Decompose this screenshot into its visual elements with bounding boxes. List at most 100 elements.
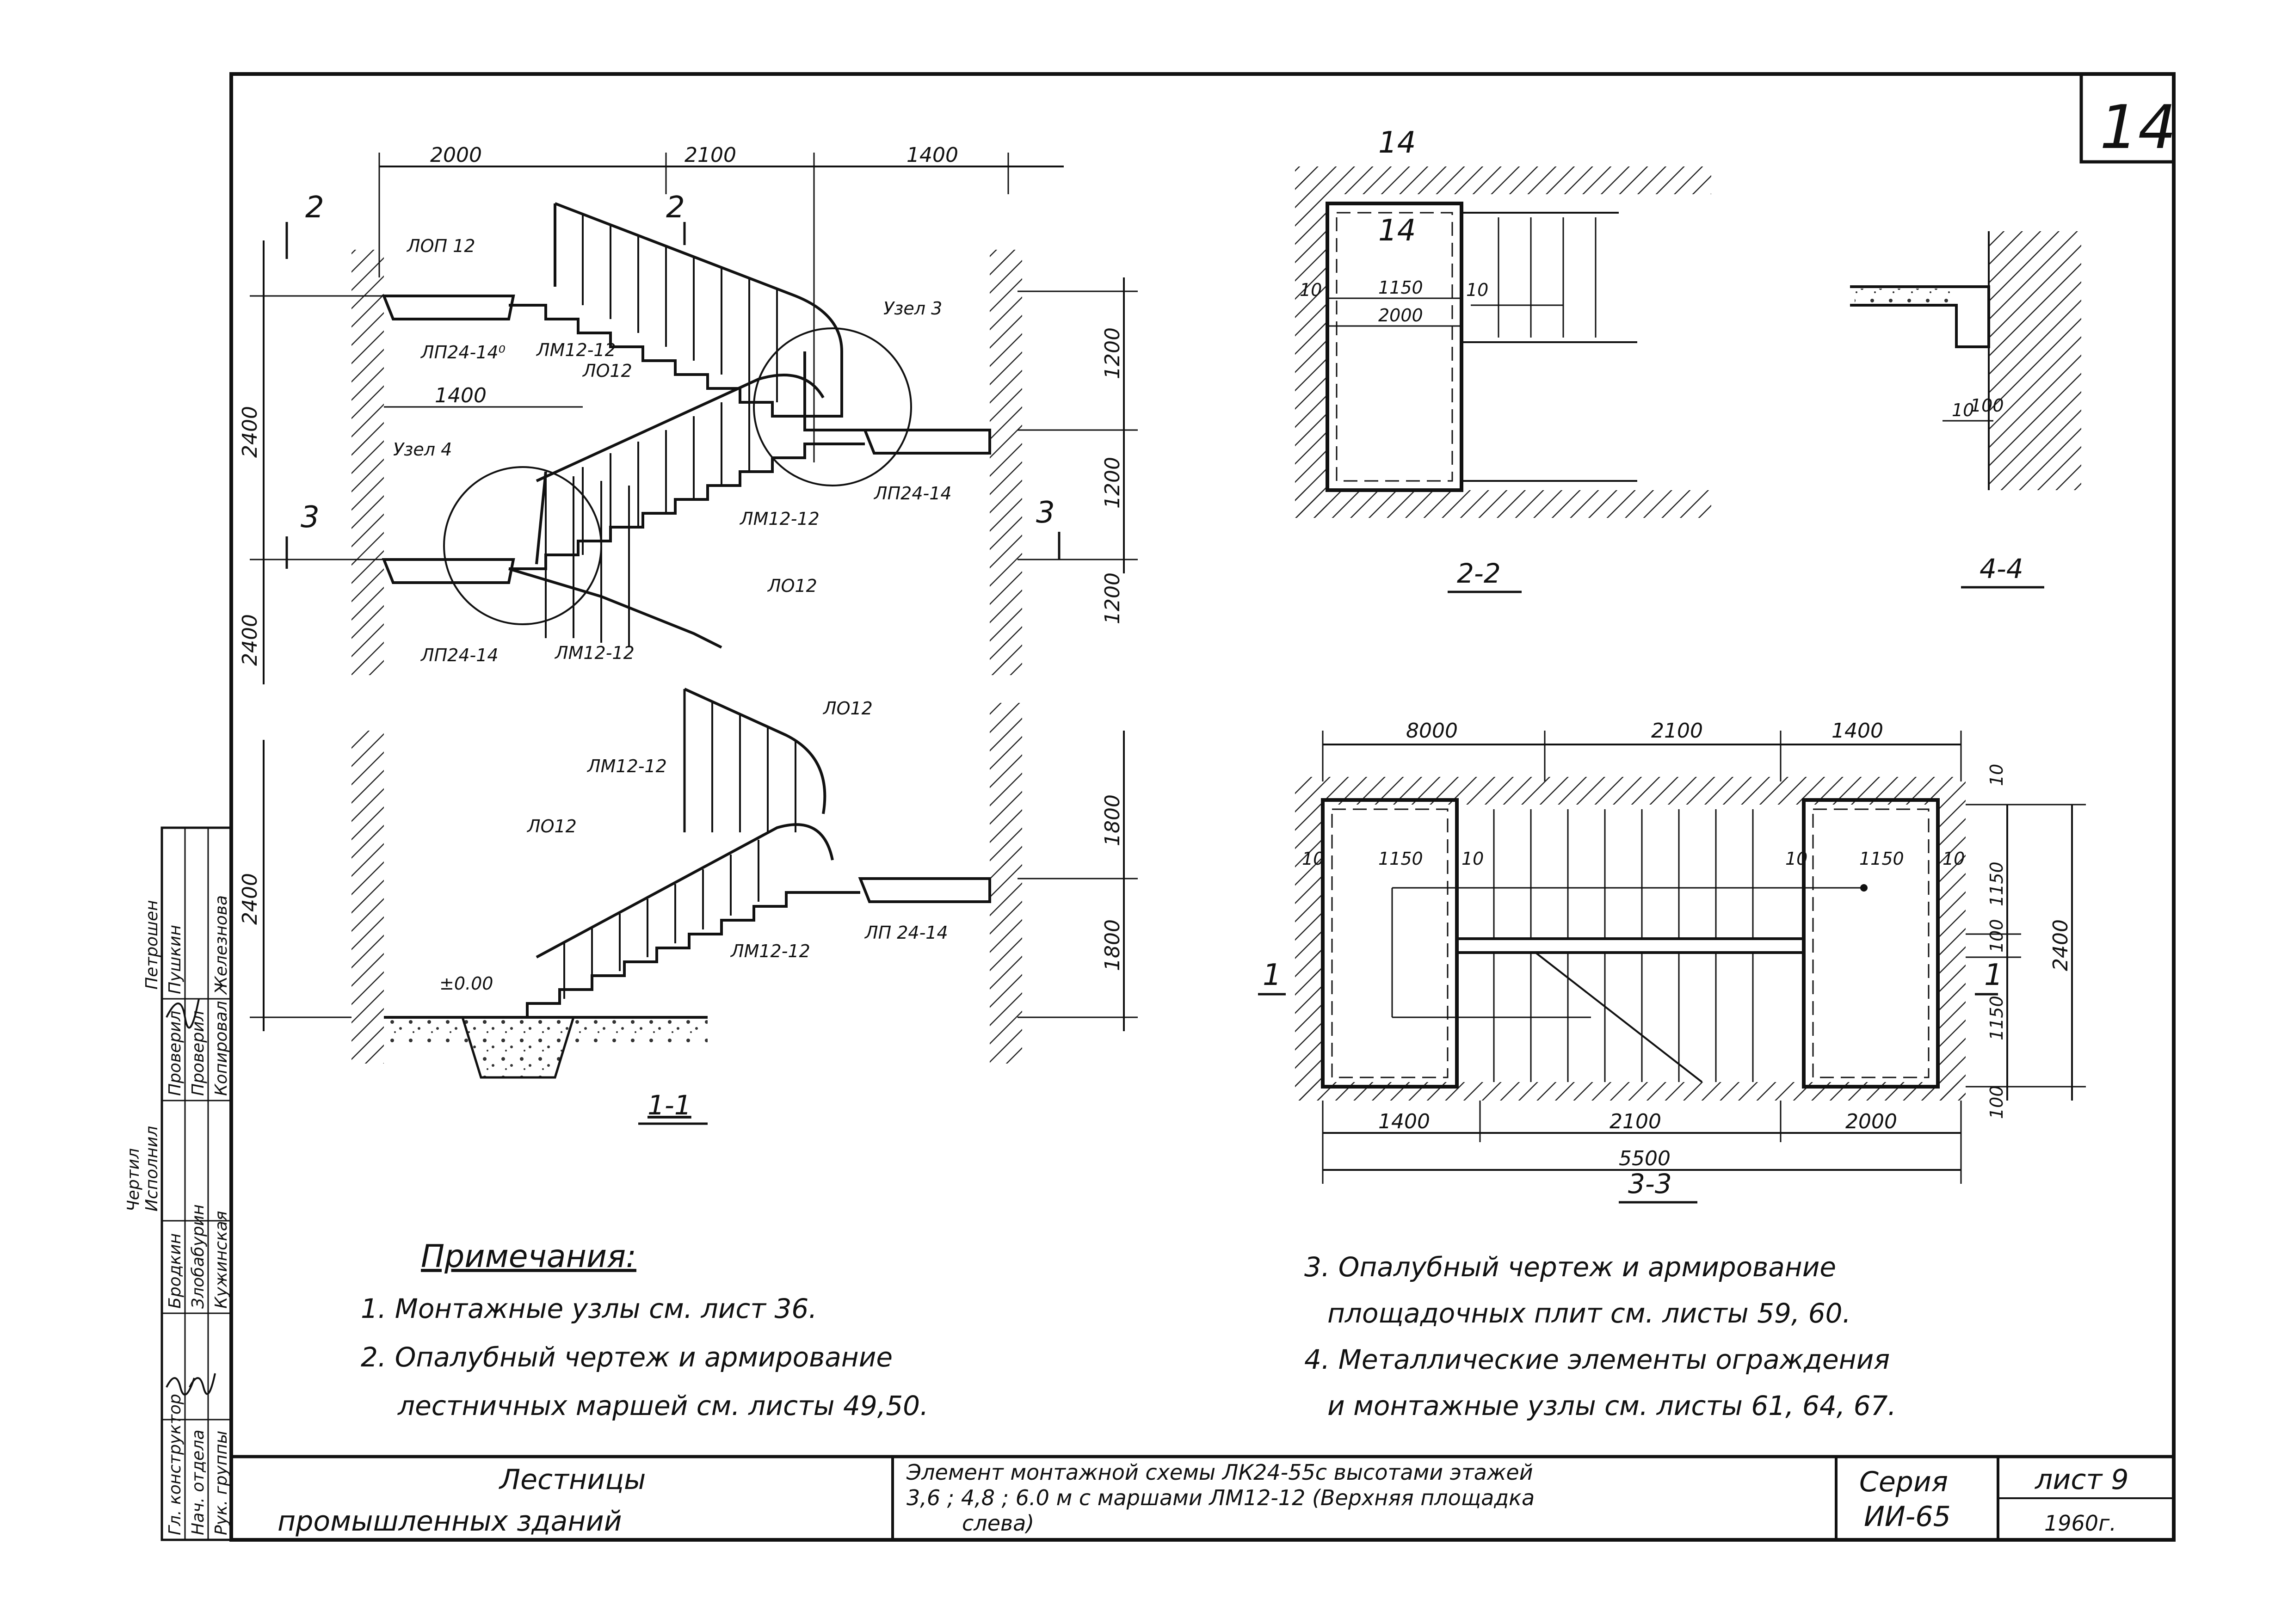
stamp-r1-c1: Гл. конструктор — [166, 1394, 185, 1535]
note-2b: лестничных маршей см. листы 49,50. — [397, 1390, 928, 1421]
dim-right-ground-1: 1800 — [1101, 794, 1124, 846]
dim-3-3-2400: 2400 — [2049, 919, 2072, 971]
title-block: Лестницы промышленных зданий Элемент мон… — [231, 1455, 2174, 1540]
dim-2-2-10b: 10 — [1466, 280, 1488, 300]
label-lm12-12-a: ЛМ12-12 — [536, 340, 616, 360]
dim-top-2: 2100 — [684, 143, 736, 167]
dim-right-ground-2: 1800 — [1101, 919, 1124, 971]
label-lo12-a: ЛО12 — [582, 361, 632, 381]
signature-1 — [166, 1377, 195, 1396]
label-lm12-12-e: ЛМ12-12 — [730, 941, 810, 961]
sheet-number-box — [2079, 72, 2176, 164]
dim-top-3: 1400 — [906, 143, 958, 167]
label-lo12-d: ЛО12 — [526, 816, 577, 837]
notes-heading: Примечания: — [421, 1238, 636, 1275]
note-4b: и монтажные узлы см. листы 61, 64, 67. — [1327, 1390, 1896, 1421]
uzel-4-circle — [443, 466, 602, 625]
dim-3-3-right-1150: 1150 — [1859, 849, 1904, 869]
label-lm12-12-c: ЛМ12-12 — [554, 643, 635, 663]
dim-4-4-10: 10 — [1952, 400, 1974, 420]
series-label: Серия — [1859, 1466, 1948, 1498]
label-uzel4: Узел 4 — [393, 439, 452, 460]
stamp-extra-2: Петрошен — [142, 900, 161, 990]
sheet-label: лист 9 — [2035, 1464, 2129, 1496]
dim-right-3: 1200 — [1101, 572, 1124, 624]
cut-mark-3-left: 3 — [301, 500, 320, 535]
stamp-r3-c1: Рук. группы — [212, 1431, 231, 1535]
label-lo12-b: ЛО12 — [767, 576, 817, 596]
section-3-3: 8000 2100 1400 1150 1150 10 — [1258, 719, 2086, 1204]
outer-frame — [229, 72, 2176, 1542]
section-1-1-lower: ±0.00 2400 1800 1800 ЛО12 ЛМ12-12 ЛО12 Л… — [238, 688, 1138, 1125]
dim-3-3-bottom-1: 1400 — [1378, 1110, 1430, 1133]
dim-2-2-10a: 10 — [1300, 280, 1322, 300]
dim-3-3-left-1150: 1150 — [1378, 849, 1423, 869]
stamp-r3-c5: Железнова — [212, 895, 231, 995]
dim-4-4-100: 100 — [1970, 395, 2004, 416]
section-2-2: 14 14 1150 2000 10 10 2-2 — [1295, 126, 1711, 593]
dim-top-1: 2000 — [430, 143, 482, 167]
dim-left-lower: 2400 — [238, 614, 262, 666]
signature-3 — [166, 998, 200, 1029]
dim-3-3-total: 5500 — [1619, 1147, 1671, 1170]
year: 1960г. — [2044, 1511, 2116, 1536]
dim-3-3-r-1150b: 1150 — [1986, 996, 2007, 1040]
dim-right-2: 1200 — [1101, 457, 1124, 509]
dim-3-3-bottom-3: 2000 — [1845, 1110, 1897, 1133]
dim-3-3-r-100b: 100 — [1986, 1085, 2007, 1119]
dim-1400: 1400 — [435, 384, 487, 407]
dim-left-upper: 2400 — [238, 406, 262, 458]
side-stamp: Гл. конструктор Бродкин Проверил Пушкин … — [124, 826, 233, 1541]
note-2: 2. Опалубный чертеж и армирование — [361, 1341, 893, 1373]
label-lp24-14-left: ЛП24-14 — [420, 645, 499, 665]
stamp-r2-c3: Злобабурин — [189, 1204, 208, 1309]
label-lp24-14-g: ЛП 24-14 — [864, 923, 948, 943]
section-1-1-upper: 2000 2100 1400 — [238, 143, 1138, 684]
note-1: 1. Монтажные узлы см. лист 36. — [361, 1293, 817, 1324]
stamp-r1-c3: Бродкин — [166, 1233, 185, 1309]
label-zero: ±0.00 — [439, 973, 493, 994]
title-name-2: промышленных зданий — [278, 1505, 622, 1538]
dim-3-3-bottom-2: 2100 — [1610, 1110, 1661, 1133]
note-3b: площадочных плит см. листы 59, 60. — [1327, 1298, 1851, 1329]
section-2-2-mark: 14 — [1378, 126, 1416, 160]
label-lo12-c: ЛО12 — [822, 698, 873, 719]
stamp-r3-c3: Кужинская — [212, 1211, 231, 1309]
title-desc-2: 3,6 ; 4,8 ; 6.0 м с маршами ЛМ12-12 (Вер… — [906, 1485, 1535, 1510]
stamp-r1-c5: Пушкин — [166, 925, 185, 994]
label-lm12-12-d: ЛМ12-12 — [586, 756, 667, 776]
dim-3-3-10-b: 10 — [1462, 849, 1484, 869]
dim-3-3-top-3: 1400 — [1832, 719, 1883, 743]
stamp-extra-3: Чертил — [124, 1148, 143, 1212]
cut-mark-1-right: 1 — [1984, 958, 2003, 992]
section-3-3-title: 3-3 — [1628, 1168, 1672, 1200]
dim-3-3-top-1: 8000 — [1406, 719, 1458, 743]
dim-left-ground: 2400 — [238, 873, 262, 925]
label-lm12-12-b: ЛМ12-12 — [739, 509, 820, 529]
dim-3-3-r-100a: 100 — [1986, 919, 2007, 953]
cut-mark-1-left: 1 — [1263, 958, 1282, 992]
title-name-1: Лестницы — [499, 1464, 646, 1496]
note-3: 3. Опалубный чертеж и армирование — [1304, 1251, 1836, 1283]
dim-3-3-10-c: 10 — [1785, 849, 1807, 869]
dim-right-1: 1200 — [1101, 327, 1124, 379]
dim-2-2-1150: 1150 — [1378, 277, 1423, 298]
stamp-r1-c4: Проверил — [166, 1010, 185, 1096]
section-1-1-title: 1-1 — [648, 1089, 691, 1121]
section-2-2-inner-mark: 14 — [1378, 214, 1416, 248]
label-uzel3: Узел 3 — [883, 298, 942, 319]
uzel-3-circle — [753, 327, 912, 486]
dim-3-3-r-10: 10 — [1986, 764, 2007, 786]
label-lp24-14o: ЛП24-14⁰ — [420, 342, 506, 363]
dim-2-2-2000: 2000 — [1378, 305, 1423, 326]
dim-3-3-10-d: 10 — [1942, 849, 1965, 869]
dim-3-3-10-a: 10 — [1302, 849, 1324, 869]
section-4-4: 10 100 4-4 — [1850, 231, 2081, 589]
title-desc-1: Элемент монтажной схемы ЛК24-55с высотам… — [906, 1460, 1533, 1485]
cut-mark-3-right: 3 — [1036, 496, 1055, 530]
sheet-number: 14 — [2100, 92, 2176, 162]
title-desc-3: слева) — [962, 1511, 1034, 1536]
cut-mark-2-left: 2 — [305, 191, 324, 225]
note-4: 4. Металлические элементы ограждения — [1304, 1344, 1890, 1375]
